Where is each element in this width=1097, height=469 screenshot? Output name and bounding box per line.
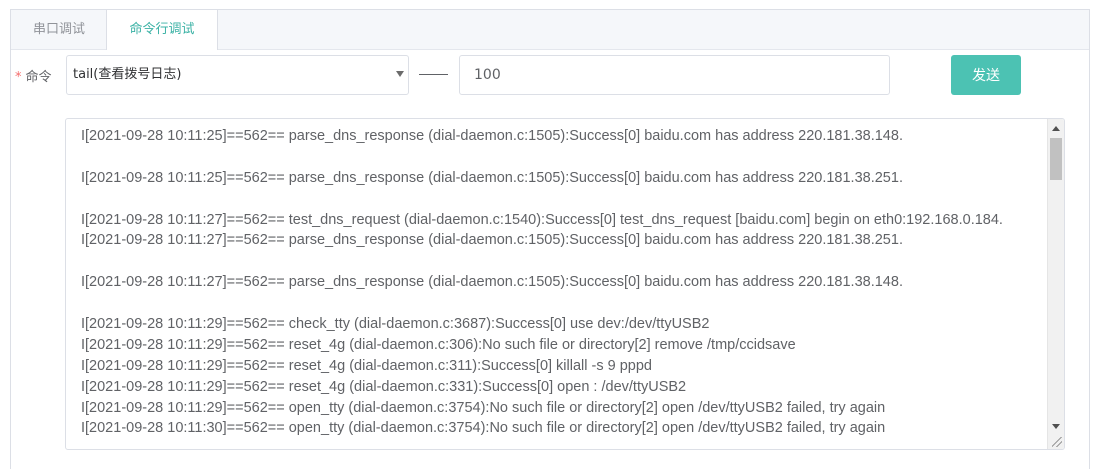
log-line: I[2021-09-28 10:11:29]==562== check_tty … <box>81 316 710 333</box>
log-line: I[2021-09-28 10:11:27]==562== parse_dns_… <box>81 274 903 291</box>
scroll-up-arrow-icon[interactable] <box>1052 126 1060 131</box>
tab-serial-debug[interactable]: 串口调试 <box>32 22 85 37</box>
command-select-value: tail(查看拨号日志) <box>73 67 182 82</box>
separator-dash <box>419 74 448 75</box>
log-line: I[2021-09-28 10:11:25]==562== parse_dns_… <box>81 169 903 186</box>
line-count-input[interactable] <box>459 55 890 95</box>
log-line <box>81 147 1044 168</box>
command-label: *命令 <box>15 66 52 85</box>
required-mark: * <box>15 70 22 85</box>
scroll-down-arrow-icon[interactable] <box>1052 424 1060 429</box>
command-label-text: 命令 <box>25 70 52 85</box>
log-line <box>81 251 1044 272</box>
log-line: I[2021-09-28 10:11:29]==562== reset_4g (… <box>81 378 687 395</box>
log-line: I[2021-09-28 10:11:30]==562== open_tty (… <box>81 420 886 437</box>
log-line <box>81 293 1044 314</box>
scroll-thumb[interactable] <box>1050 138 1062 180</box>
log-line: I[2021-09-28 10:11:29]==562== open_tty (… <box>81 399 886 416</box>
log-line: I[2021-09-28 10:11:29]==562== reset_4g (… <box>81 357 652 374</box>
dropdown-arrow-icon <box>396 71 404 77</box>
log-line <box>81 189 1044 210</box>
log-content: I[2021-09-28 10:11:25]==562== parse_dns_… <box>81 126 1044 439</box>
log-output-textarea[interactable]: I[2021-09-28 10:11:25]==562== parse_dns_… <box>65 118 1065 450</box>
send-button[interactable]: 发送 <box>951 55 1021 95</box>
log-line: I[2021-09-28 10:11:27]==562== test_dns_r… <box>81 211 1003 228</box>
log-line: I[2021-09-28 10:11:27]==562== parse_dns_… <box>81 232 903 249</box>
tab-command-debug[interactable]: 命令行调试 <box>106 10 218 50</box>
resize-handle-icon[interactable] <box>1052 437 1062 447</box>
command-select[interactable]: tail(查看拨号日志) <box>66 55 409 95</box>
tab-bar: 串口调试 命令行调试 <box>11 10 1089 50</box>
log-line: I[2021-09-28 10:11:25]==562== parse_dns_… <box>81 128 903 144</box>
log-scrollbar[interactable] <box>1047 119 1064 449</box>
log-line: I[2021-09-28 10:11:29]==562== reset_4g (… <box>81 336 796 353</box>
